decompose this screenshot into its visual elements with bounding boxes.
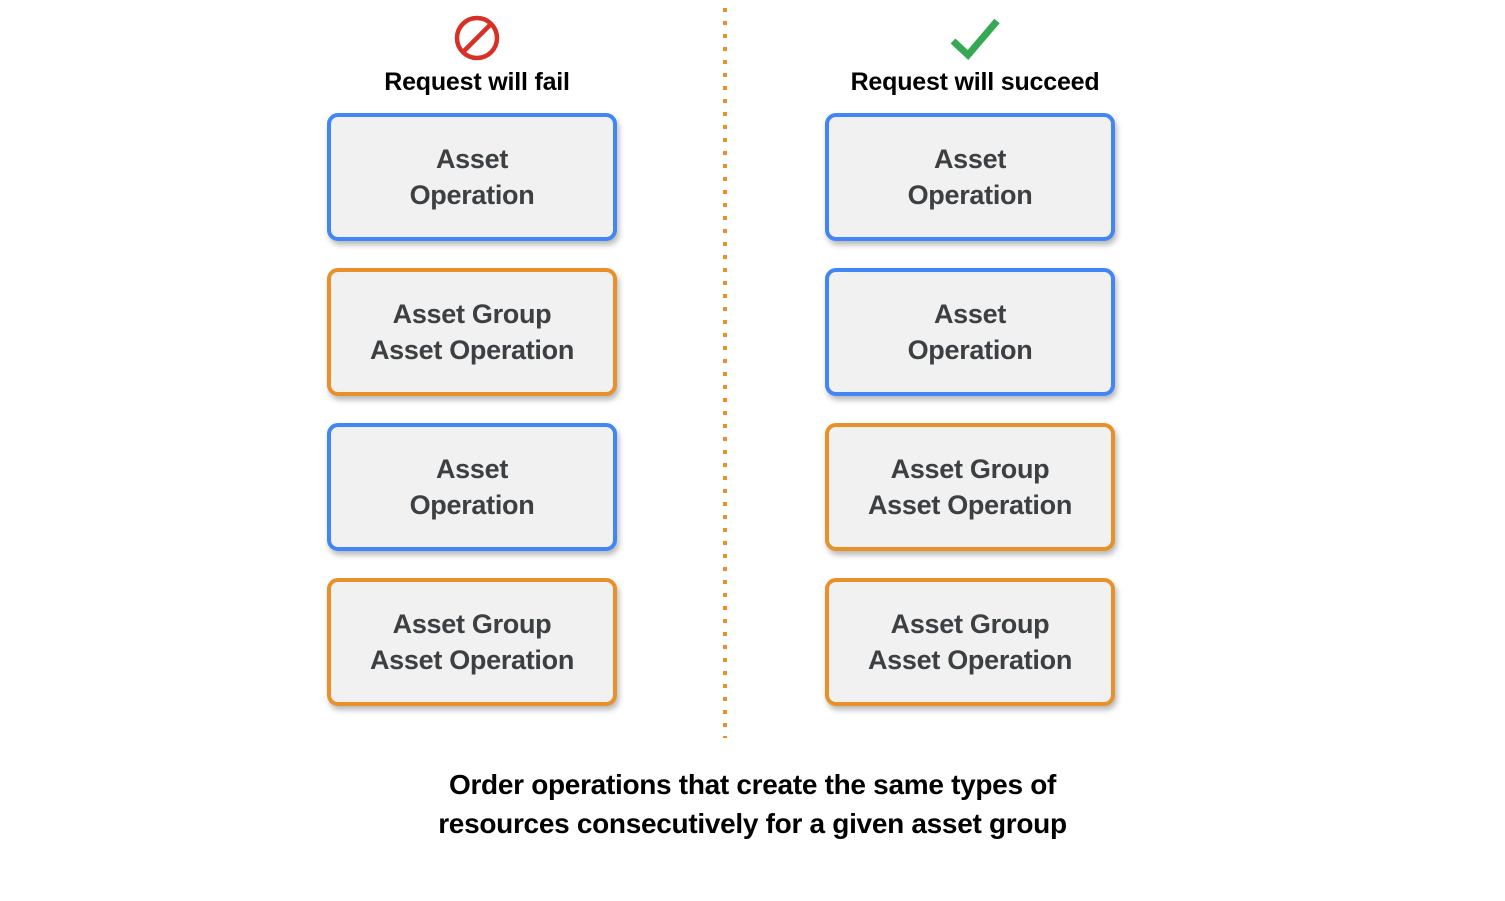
operation-box-asset-group[interactable]: Asset Group Asset Operation xyxy=(327,268,617,396)
operation-box-asset-group[interactable]: Asset Group Asset Operation xyxy=(825,578,1115,706)
column-label-succeed: Request will succeed xyxy=(850,68,1100,96)
column-divider xyxy=(723,8,727,738)
no-entry-icon xyxy=(452,8,502,68)
operation-box-asset[interactable]: Asset Operation xyxy=(825,268,1115,396)
operation-box-line: Asset xyxy=(933,144,1007,174)
caption-line-2: resources consecutively for a given asse… xyxy=(438,808,1067,839)
column-label-fail: Request will fail xyxy=(384,68,570,96)
operation-box-asset[interactable]: Asset Operation xyxy=(327,113,617,241)
operation-box-line: Asset Group xyxy=(890,609,1050,639)
operation-box-line: Asset Operation xyxy=(369,645,575,675)
operation-box-asset-group[interactable]: Asset Group Asset Operation xyxy=(825,423,1115,551)
operation-box-line: Operation xyxy=(907,180,1033,210)
operation-box-line: Operation xyxy=(907,335,1033,365)
operation-box-line: Asset Operation xyxy=(867,490,1073,520)
operation-box-line: Asset Group xyxy=(890,454,1050,484)
operation-box-asset-group[interactable]: Asset Group Asset Operation xyxy=(327,578,617,706)
operation-box-line: Asset Group xyxy=(392,609,552,639)
operation-box-line: Asset Group xyxy=(392,299,552,329)
operation-box-asset[interactable]: Asset Operation xyxy=(327,423,617,551)
diagram-caption: Order operations that create the same ty… xyxy=(0,765,1505,843)
operation-box-line: Asset xyxy=(435,144,509,174)
operation-box-line: Asset xyxy=(435,454,509,484)
operation-box-line: Operation xyxy=(409,490,535,520)
operation-box-line: Asset Operation xyxy=(867,645,1073,675)
operation-box-line: Operation xyxy=(409,180,535,210)
column-header-succeed: Request will succeed xyxy=(825,8,1125,104)
caption-line-1: Order operations that create the same ty… xyxy=(448,769,1057,800)
operation-box-line: Asset Operation xyxy=(369,335,575,365)
operation-stack-fail: Asset Operation Asset Group Asset Operat… xyxy=(327,113,627,733)
operation-box-asset[interactable]: Asset Operation xyxy=(825,113,1115,241)
operation-box-line: Asset xyxy=(933,299,1007,329)
operation-stack-succeed: Asset Operation Asset Operation Asset Gr… xyxy=(825,113,1125,733)
check-icon xyxy=(946,8,1004,68)
column-header-fail: Request will fail xyxy=(327,8,627,104)
